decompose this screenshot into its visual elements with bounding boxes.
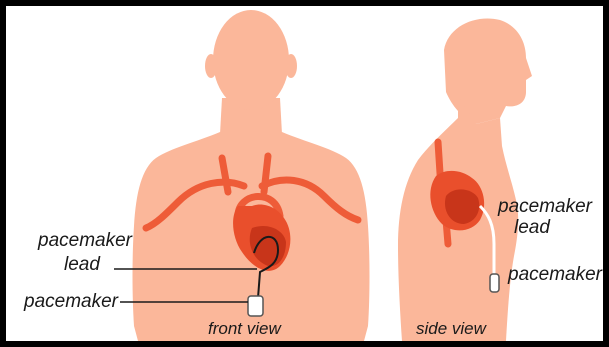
side-pacemaker-device xyxy=(490,274,499,292)
front-pacemaker-device xyxy=(248,296,263,316)
front-body xyxy=(133,10,370,341)
diagram-panel: pacemaker lead pacemaker front view xyxy=(6,6,603,341)
front-label-pacemaker-lead-line1: pacemaker xyxy=(37,230,133,251)
front-head xyxy=(213,10,289,110)
side-label-pacemaker-lead-line1: pacemaker xyxy=(497,196,593,217)
front-label-pacemaker: pacemaker xyxy=(23,291,119,312)
pacemaker-diagram: pacemaker lead pacemaker front view xyxy=(6,6,603,341)
front-view-caption: front view xyxy=(208,319,282,338)
side-view-caption: side view xyxy=(416,319,488,338)
front-left-ear xyxy=(205,54,217,78)
front-label-pacemaker-lead-line2: lead xyxy=(64,254,101,275)
front-right-ear xyxy=(285,54,297,78)
side-head xyxy=(444,18,532,124)
front-right-jugular xyxy=(264,156,268,192)
side-label-pacemaker: pacemaker xyxy=(507,264,603,285)
side-label-pacemaker-lead-line2: lead xyxy=(514,217,551,238)
